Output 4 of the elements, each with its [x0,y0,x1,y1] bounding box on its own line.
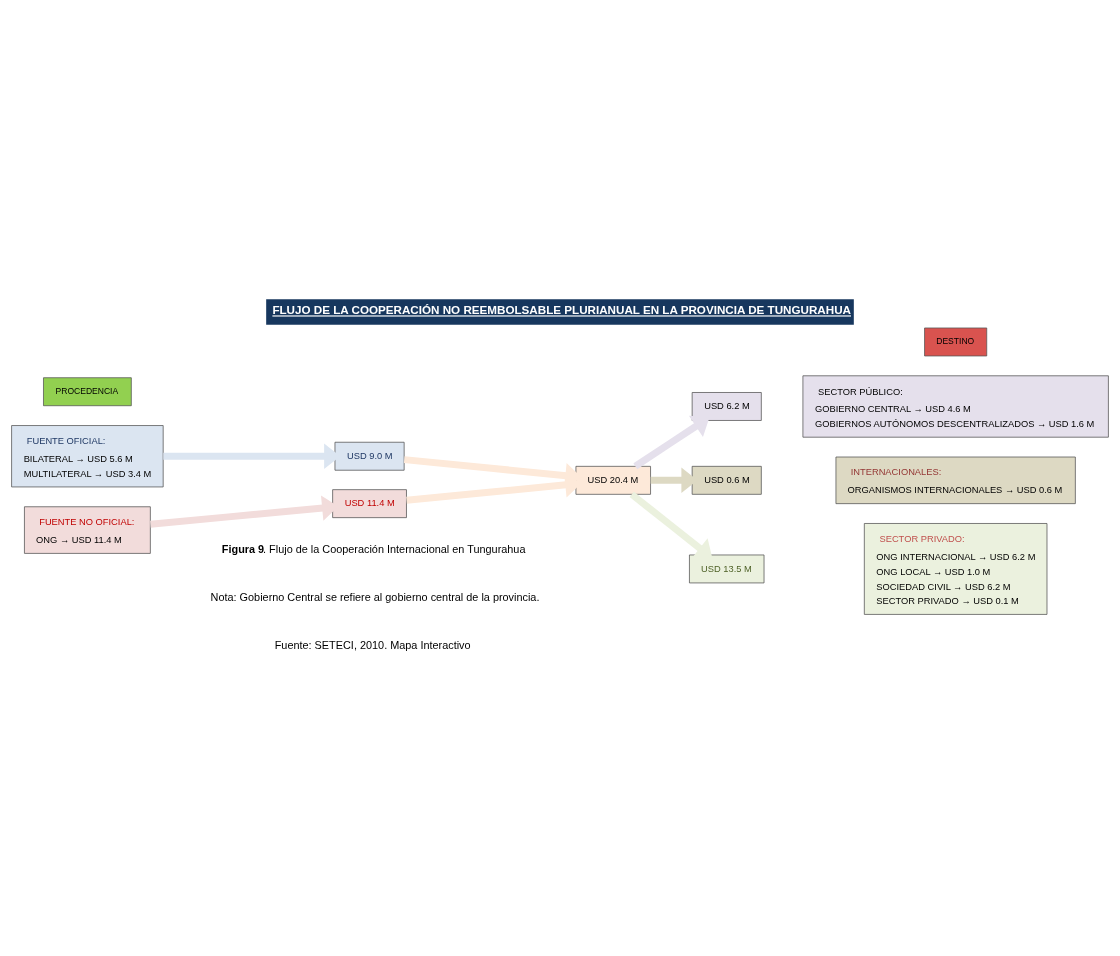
diagram-title: FLUJO DE LA COOPERACIÓN NO REEMBOLSABLE PLURIANUAL EN LA PROVINCIA DE TUNGURAHUA [272,303,851,317]
caption: Figura 9. Flujo de la Cooperación Internacional en Tungurahua [221,543,526,556]
label: Fuente: SETECI, 2010. Mapa Interactivo [274,638,471,651]
label: Nota: Gobierno Central se refiere al gobierno central de la provincia. [210,591,540,604]
